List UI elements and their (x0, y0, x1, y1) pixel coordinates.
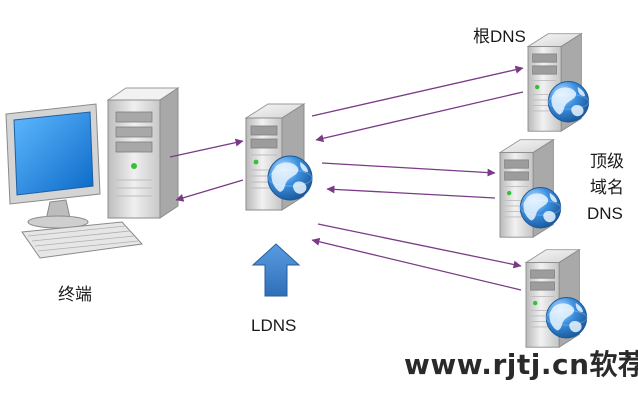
root-dns-label: 根DNS (473, 27, 526, 46)
authoritative-dns-server-icon (525, 249, 588, 348)
arrow-ldns-to-root (311, 65, 524, 117)
query-arrows (169, 65, 524, 291)
arrow-ldns-to-terminal (175, 179, 244, 202)
arrow-ldns-to-auth (317, 223, 522, 269)
tld-dns-label-line1: 顶级 (590, 152, 624, 171)
terminal-label: 终端 (58, 285, 92, 304)
tld-dns-label-line3: DNS (587, 204, 623, 223)
tld-dns-server-icon (499, 139, 562, 238)
up-arrow-icon (251, 243, 301, 297)
arrow-root-to-ldns (315, 91, 524, 143)
ldns-server-icon (245, 103, 313, 211)
ldns-label: LDNS (251, 316, 297, 335)
watermark: www.rjtj.cn软荐网 (404, 348, 638, 381)
arrow-tld-to-ldns (326, 185, 496, 199)
computer-icon (5, 87, 180, 259)
arrow-ldns-to-tld (321, 162, 496, 177)
root-dns-server-icon (527, 33, 590, 132)
tld-dns-label-line2: 域名 (590, 178, 624, 197)
arrow-auth-to-ldns (311, 237, 522, 291)
arrow-terminal-to-ldns (169, 138, 244, 158)
